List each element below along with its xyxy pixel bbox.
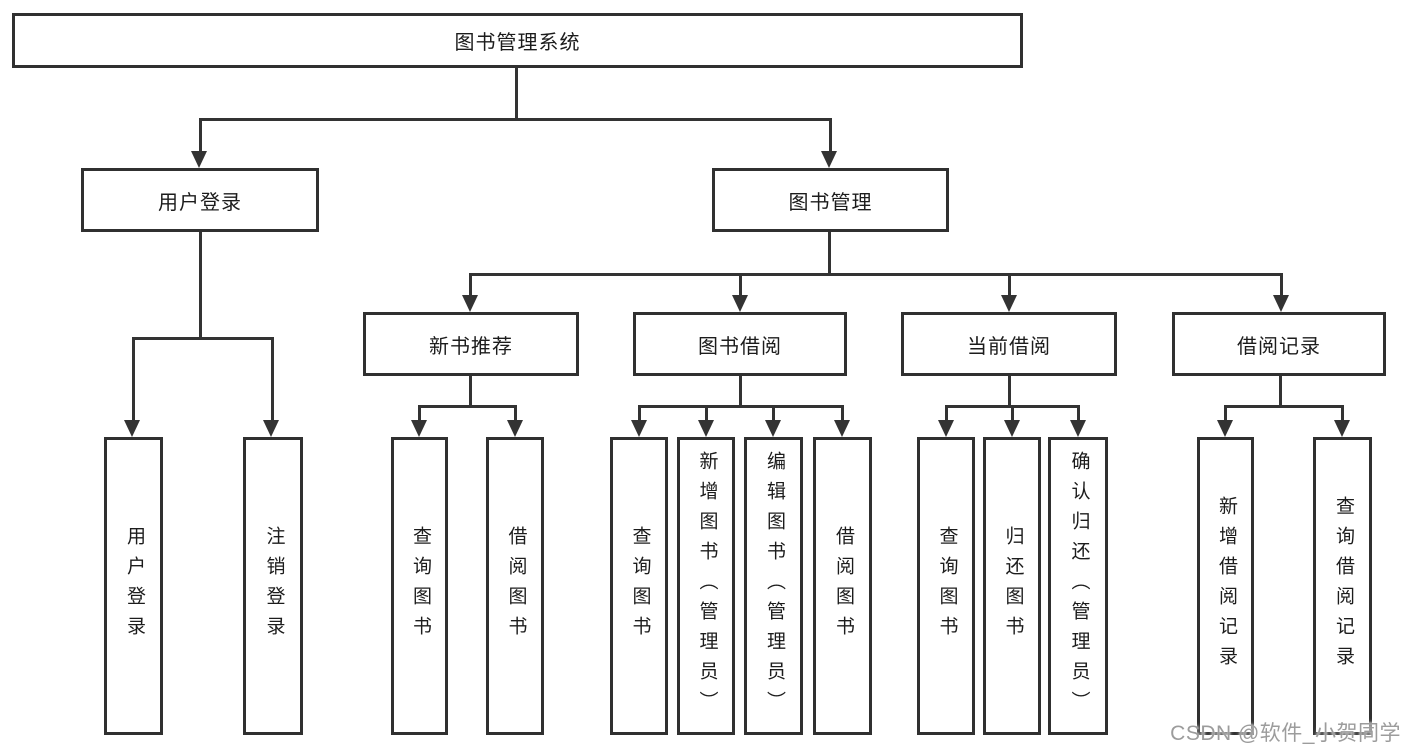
arrowhead-leaf-logout (263, 420, 279, 437)
connector-borrowing-sub-bar (638, 405, 844, 408)
arrowhead-login (191, 151, 207, 168)
connector-root-stub (515, 68, 518, 118)
arrowhead-cur-leaf1 (938, 420, 954, 437)
connector-bor-leaf1-stem (638, 405, 641, 421)
connector-records-stem (1280, 273, 1283, 297)
leaf-return-books: 归还图书 (983, 437, 1041, 735)
leaf-recommend-query-books: 查询图书 (391, 437, 448, 735)
connector-recommend-sub-stub (469, 376, 472, 405)
leaf-edit-books-admin: 编辑图书（管理员） (744, 437, 803, 735)
leaf-borrowing-query-books: 查询图书 (610, 437, 668, 735)
arrowhead-current (1001, 295, 1017, 312)
connector-login-sub-stub (199, 232, 202, 337)
node-book-borrowing: 图书借阅 (633, 312, 847, 376)
node-new-book-recommend-label: 新书推荐 (429, 335, 513, 358)
node-current-borrowing: 当前借阅 (901, 312, 1117, 376)
arrowhead-rec-leaf2 (507, 420, 523, 437)
leaf-confirm-return-admin: 确认归还（管理员） (1048, 437, 1108, 735)
node-root-system-label: 图书管理系统 (454, 32, 581, 54)
connector-mgmt-stem (829, 118, 832, 152)
arrowhead-mgmt (821, 151, 837, 168)
connector-rcd-leaf1-stem (1224, 405, 1227, 421)
leaf-logout: 注销登录 (243, 437, 303, 735)
leaf-query-borrow-record-label: 查询借阅记录 (1332, 496, 1354, 676)
connector-leaf-login-stem (132, 337, 135, 421)
connector-records-sub-stub (1279, 376, 1282, 405)
connector-leaf-logout-stem (271, 337, 274, 421)
connector-cur-leaf2-stem (1011, 405, 1014, 421)
arrowhead-bor-leaf1 (631, 420, 647, 437)
connector-level3-bar (469, 273, 1283, 276)
node-user-login-label: 用户登录 (158, 191, 242, 214)
leaf-borrow-books: 借阅图书 (813, 437, 872, 735)
connector-recommend-stem (469, 273, 472, 297)
connector-current-stem (1008, 273, 1011, 297)
connector-rec-leaf2-stem (514, 405, 517, 421)
leaf-current-query-books-label: 查询图书 (936, 526, 958, 646)
node-book-management-label: 图书管理 (788, 191, 873, 214)
arrowhead-bor-leaf3 (765, 420, 781, 437)
arrowhead-borrowing (732, 295, 748, 312)
leaf-user-login-label: 用户登录 (123, 526, 145, 646)
leaf-current-query-books: 查询图书 (917, 437, 975, 735)
connector-bor-leaf2-stem (705, 405, 708, 421)
leaf-borrowing-query-books-label: 查询图书 (629, 526, 651, 646)
connector-recommend-sub-bar (418, 405, 517, 408)
connector-rcd-leaf2-stem (1341, 405, 1344, 421)
node-borrowing-records-label: 借阅记录 (1237, 335, 1321, 358)
arrowhead-recommend (462, 295, 478, 312)
leaf-edit-books-admin-label: 编辑图书（管理员） (763, 451, 785, 721)
node-root-system: 图书管理系统 (12, 13, 1023, 68)
node-new-book-recommend: 新书推荐 (363, 312, 579, 376)
connector-login-stem (199, 118, 202, 152)
arrowhead-cur-leaf2 (1004, 420, 1020, 437)
node-current-borrowing-label: 当前借阅 (967, 335, 1051, 358)
connector-cur-leaf1-stem (945, 405, 948, 421)
connector-current-sub-stub (1008, 376, 1011, 405)
leaf-borrow-books-label: 借阅图书 (832, 526, 854, 646)
leaf-add-books-admin: 新增图书（管理员） (677, 437, 735, 735)
node-book-management: 图书管理 (712, 168, 949, 232)
leaf-add-borrow-record-label: 新增借阅记录 (1215, 496, 1237, 676)
node-user-login: 用户登录 (81, 168, 319, 232)
connector-mgmt-sub-stub (828, 232, 831, 273)
arrowhead-rcd-leaf1 (1217, 420, 1233, 437)
leaf-add-borrow-record: 新增借阅记录 (1197, 437, 1254, 735)
connector-cur-leaf3-stem (1077, 405, 1080, 421)
leaf-query-borrow-record: 查询借阅记录 (1313, 437, 1372, 735)
connector-login-sub-bar (132, 337, 274, 340)
connector-bor-leaf4-stem (841, 405, 844, 421)
arrowhead-bor-leaf2 (698, 420, 714, 437)
leaf-recommend-borrow-books-label: 借阅图书 (505, 526, 527, 646)
leaf-return-books-label: 归还图书 (1002, 526, 1024, 646)
node-book-borrowing-label: 图书借阅 (698, 335, 782, 358)
connector-level2-bar (199, 118, 832, 121)
leaf-logout-label: 注销登录 (263, 526, 285, 646)
arrowhead-rcd-leaf2 (1334, 420, 1350, 437)
leaf-add-books-admin-label: 新增图书（管理员） (696, 451, 718, 721)
node-borrowing-records: 借阅记录 (1172, 312, 1386, 376)
csdn-watermark: CSDN @软件_小贺同学 (1170, 722, 1401, 745)
connector-borrowing-sub-stub (739, 376, 742, 405)
arrowhead-rec-leaf1 (411, 420, 427, 437)
arrowhead-leaf-login (124, 420, 140, 437)
arrowhead-bor-leaf4 (834, 420, 850, 437)
arrowhead-records (1273, 295, 1289, 312)
connector-rec-leaf1-stem (418, 405, 421, 421)
connector-bor-leaf3-stem (772, 405, 775, 421)
arrowhead-cur-leaf3 (1070, 420, 1086, 437)
connector-borrowing-stem (739, 273, 742, 297)
leaf-recommend-query-books-label: 查询图书 (409, 526, 431, 646)
leaf-recommend-borrow-books: 借阅图书 (486, 437, 544, 735)
connector-records-sub-bar (1224, 405, 1344, 408)
leaf-user-login: 用户登录 (104, 437, 163, 735)
leaf-confirm-return-admin-label: 确认归还（管理员） (1068, 451, 1090, 721)
